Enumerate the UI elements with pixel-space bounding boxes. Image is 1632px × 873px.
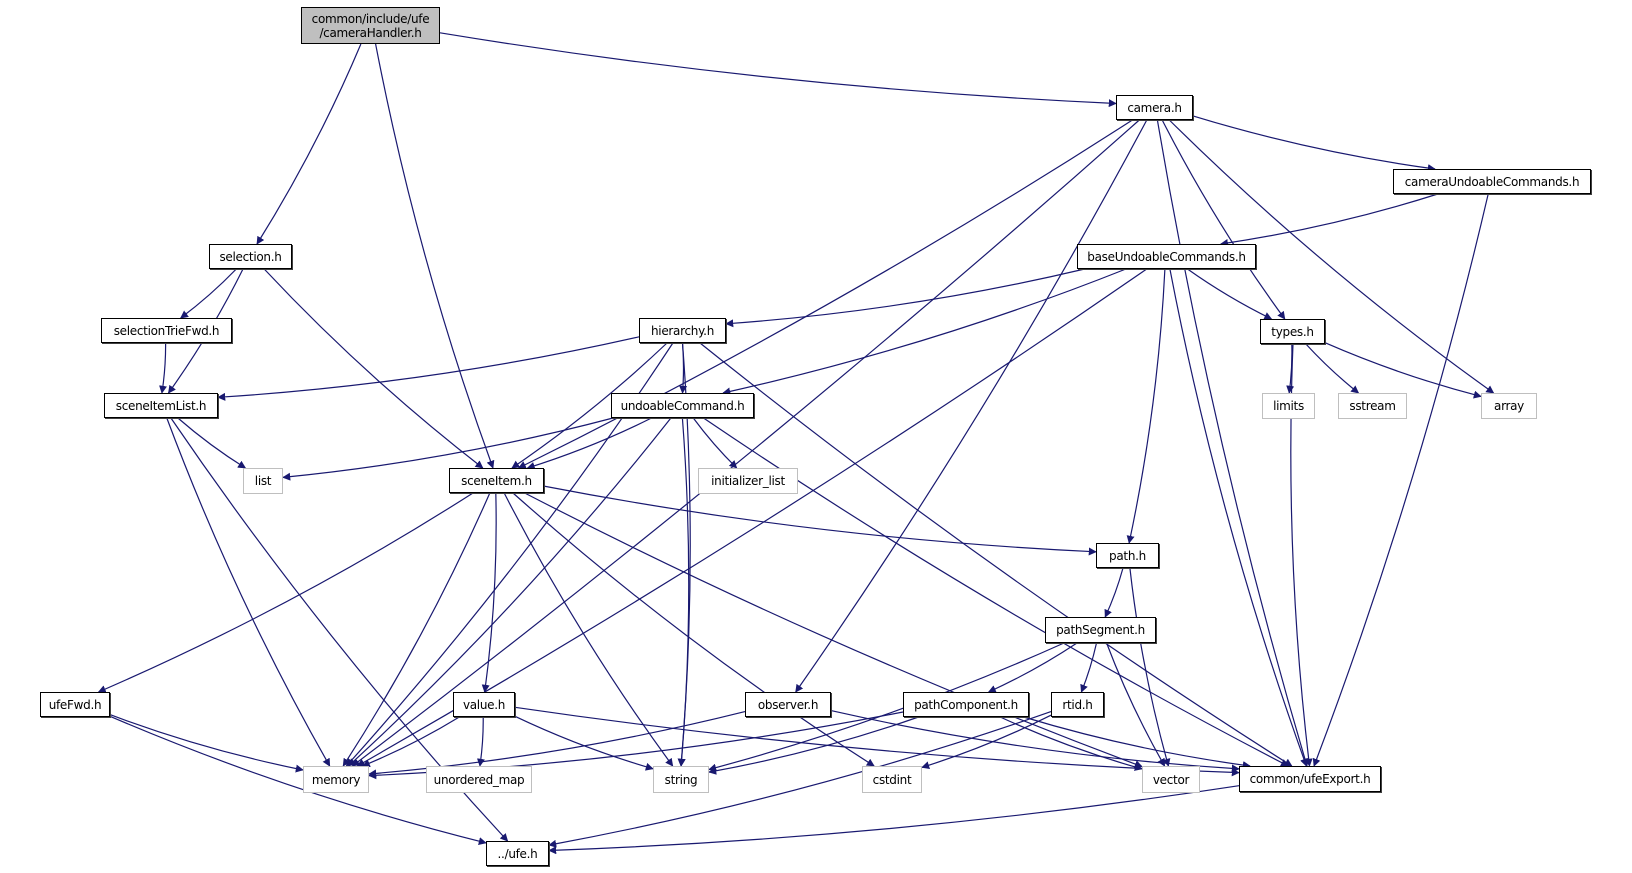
node-label-line1: common/include/ufe [311, 11, 430, 26]
node-cameraundoablecommands-h[interactable]: cameraUndoableCommands.h [1393, 169, 1591, 194]
node-camerahandler-h[interactable]: common/include/ufe /cameraHandler.h [301, 7, 440, 44]
edge-ufeFwd-to-memory [109, 714, 304, 773]
node-initializer-list: initializer_list [698, 468, 798, 494]
edge-pathComponent-to-string [708, 716, 919, 775]
edge-rtid-to-ufe [548, 711, 1052, 848]
node-ufe-h[interactable]: ../ufe.h [486, 841, 549, 866]
edge-hierarchy-to-ufeExport [699, 342, 1293, 767]
node-memory: memory [303, 766, 369, 793]
edge-camera-to-array [1168, 119, 1495, 394]
edge-selection-to-sceneItem [263, 268, 484, 469]
edge-sceneItemList-to-memory [166, 417, 331, 767]
edge-camera-to-types [1161, 119, 1286, 320]
edge-sceneItem-to-value [481, 492, 497, 693]
node-undoablecommand-h[interactable]: undoableCommand.h [611, 393, 754, 418]
node-selectiontriefwd-h[interactable]: selectionTrieFwd.h [101, 318, 232, 343]
edge-camera-to-memory [351, 119, 1140, 767]
edge-baseUndoableCommands-to-types [1187, 268, 1273, 320]
edge-observer-to-memory [368, 711, 746, 778]
node-label-line2: /cameraHandler.h [319, 25, 422, 40]
edge-pathSegment-to-string [708, 642, 1065, 772]
edge-sceneItem-to-string [503, 492, 674, 767]
edge-ufeExport-to-ufe [548, 785, 1240, 855]
edge-sceneItem-to-path [543, 485, 1097, 556]
edge-cameraUndoableCommands-to-ufeExport [1312, 193, 1489, 767]
edge-cameraHandler-to-sceneItem [375, 43, 495, 469]
edge-selectionTrieFwd-to-sceneItemList [159, 342, 167, 394]
node-sceneitemlist-h[interactable]: sceneItemList.h [104, 393, 218, 418]
node-value-h[interactable]: value.h [453, 692, 515, 717]
edge-hierarchy-to-sceneItem [511, 342, 668, 469]
edge-types-to-limits [1286, 343, 1295, 394]
node-selection-h[interactable]: selection.h [209, 244, 292, 269]
edge-value-to-memory [361, 716, 460, 767]
edge-undoableCommand-to-string [677, 417, 690, 767]
edge-sceneItem-to-ufeFwd [97, 492, 474, 693]
node-types-h[interactable]: types.h [1260, 319, 1325, 344]
edge-cameraHandler-to-selection [256, 43, 362, 245]
edge-undoableCommand-to-list [282, 417, 614, 481]
node-camera-h[interactable]: camera.h [1116, 95, 1193, 120]
edge-value-to-unordered_map [476, 716, 485, 767]
edge-sceneItem-to-cstdint [512, 492, 875, 767]
edge-value-to-string [514, 715, 654, 771]
edge-undoableCommand-to-sceneItem [526, 417, 652, 470]
node-sstream: sstream [1338, 393, 1407, 419]
node-limits: limits [1262, 393, 1315, 419]
edge-baseUndoableCommands-to-ufeExport [1169, 268, 1308, 767]
edge-layer [97, 32, 1495, 855]
edge-sceneItem-to-memory [342, 492, 491, 767]
edge-types-to-array [1324, 342, 1482, 399]
node-ufeexport-h[interactable]: common/ufeExport.h [1239, 766, 1381, 792]
edge-pathComponent-to-ufeExport [1023, 716, 1251, 770]
edge-path-to-vector [1129, 567, 1171, 767]
edge-observer-to-ufeExport [830, 710, 1240, 773]
edge-sceneItemList-to-list [177, 417, 247, 469]
edge-rtid-to-cstdint [921, 714, 1052, 770]
edge-camera-to-observer [795, 119, 1148, 693]
edge-camera-to-sceneItem [517, 119, 1133, 469]
edge-baseUndoableCommands-to-hierarchy [725, 268, 1085, 328]
edge-pathSegment-to-pathComponent [987, 642, 1078, 693]
node-pathsegment-h[interactable]: pathSegment.h [1045, 617, 1156, 643]
node-pathcomponent-h[interactable]: pathComponent.h [903, 692, 1029, 717]
edge-pathSegment-to-vector [1106, 642, 1166, 767]
edge-path-to-pathSegment [1104, 567, 1124, 618]
node-array: array [1481, 393, 1537, 419]
edge-camera-to-ufeExport [1156, 119, 1309, 767]
edge-baseUndoableCommands-to-undoableCommand [722, 268, 1127, 396]
node-vector: vector [1142, 766, 1200, 793]
node-rtid-h[interactable]: rtid.h [1051, 692, 1104, 717]
node-ufefwd-h[interactable]: ufeFwd.h [40, 692, 110, 717]
edge-cameraHandler-to-camera [439, 32, 1117, 108]
node-baseundoablecommands-h[interactable]: baseUndoableCommands.h [1077, 244, 1256, 269]
node-cstdint: cstdint [862, 766, 922, 793]
edge-hierarchy-to-sceneItemList [217, 336, 640, 401]
edge-cameraUndoableCommands-to-baseUndoableCommands [1220, 193, 1438, 247]
node-list: list [243, 468, 283, 494]
edge-pathSegment-to-rtid [1080, 642, 1098, 693]
node-path-h[interactable]: path.h [1096, 543, 1159, 568]
edge-baseUndoableCommands-to-path [1126, 268, 1166, 544]
node-observer-h[interactable]: observer.h [745, 692, 831, 717]
edge-sceneItem-to-vector [524, 492, 1143, 768]
edge-types-to-sstream [1305, 343, 1360, 394]
node-hierarchy-h[interactable]: hierarchy.h [639, 318, 726, 343]
edge-undoableCommand-to-memory [347, 417, 672, 767]
edge-selection-to-selectionTrieFwd [180, 268, 237, 319]
node-unordered-map: unordered_map [426, 766, 532, 793]
edge-ufeFwd-to-ufe [109, 715, 487, 846]
edge-undoableCommand-to-initializer_list [692, 417, 738, 469]
node-string: string [653, 766, 709, 793]
edge-camera-to-cameraUndoableCommands [1192, 115, 1436, 172]
node-sceneitem-h[interactable]: sceneItem.h [449, 468, 544, 493]
